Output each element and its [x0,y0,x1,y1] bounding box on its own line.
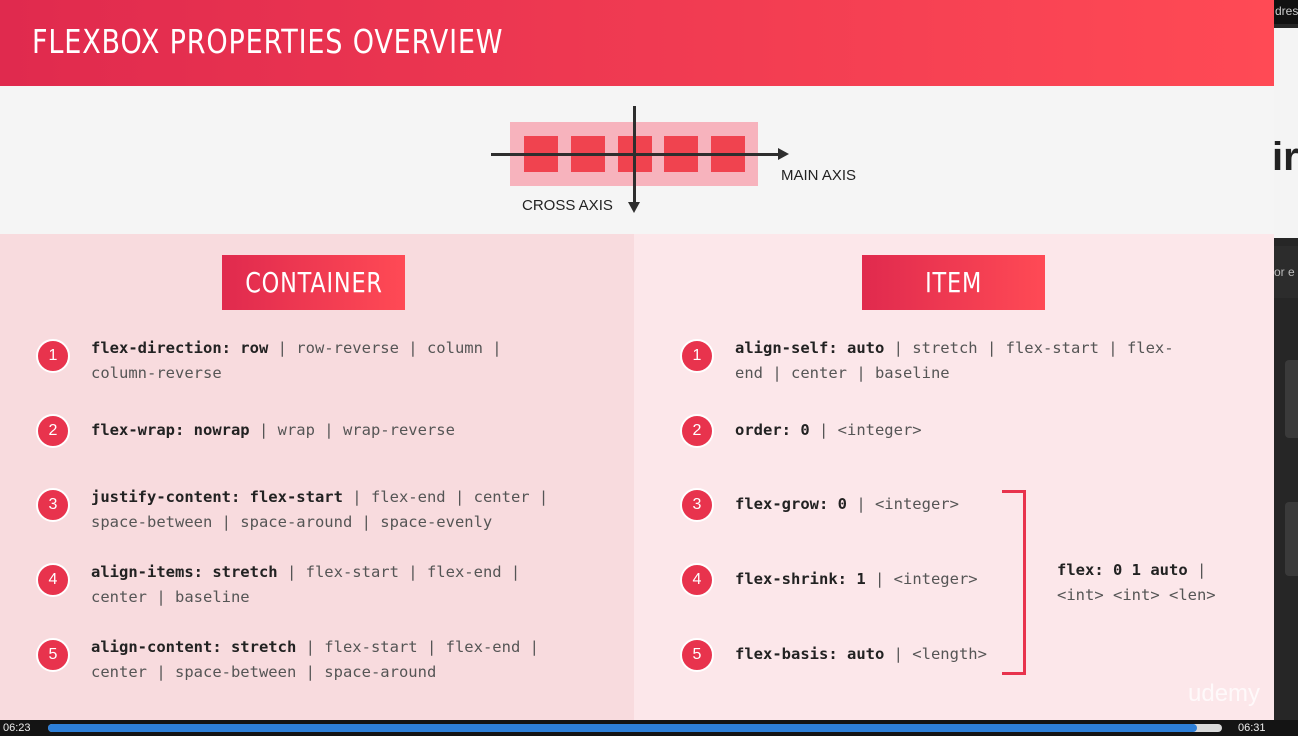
number-badge: 1 [680,339,714,373]
slide-header: FLEXBOX PROPERTIES OVERVIEW [0,0,1274,86]
container-heading-badge: CONTAINER [222,255,405,310]
item-heading: ITEM [925,266,982,299]
property-default: flex-direction: row [91,339,269,357]
number-badge: 4 [36,563,70,597]
video-progress-bar[interactable] [48,724,1222,732]
cross-axis-arrowhead [628,202,640,213]
background-window-content [1274,28,1298,238]
property-values: | stretch | flex-start | flex-end | cent… [735,339,1174,382]
property-text: align-self: auto | stretch | flex-start … [735,336,1195,386]
udemy-watermark: udemy [1188,680,1261,707]
property-default: align-self: auto [735,339,885,357]
property-default: flex-shrink: 1 [735,570,866,588]
property-text: justify-content: flex-start | flex-end |… [91,485,571,535]
property-values: | flex-start | flex-end | center | space… [91,638,539,681]
cross-axis-label: CROSS AXIS [522,197,613,214]
property-text: flex-basis: auto | <length> [735,642,1000,667]
number-badge: 1 [36,339,70,373]
background-window-input-text: or e [1274,265,1295,279]
background-window-card [1285,360,1298,438]
property-text: flex-shrink: 1 | <integer> [735,567,1000,592]
background-window-titlebar [1274,0,1298,24]
number-badge: 3 [36,488,70,522]
property-default: flex-grow: 0 [735,495,847,513]
property-text: flex-direction: row | row-reverse | colu… [91,336,531,386]
slide: FLEXBOX PROPERTIES OVERVIEW MAIN AXIS CR… [0,0,1274,720]
background-window-heading: ir [1272,135,1298,179]
number-badge: 3 [680,488,714,522]
main-axis-label: MAIN AXIS [781,167,857,184]
property-text: align-content: stretch | flex-start | fl… [91,635,561,685]
property-values: | flex-end | center | space-between | sp… [91,488,549,531]
slide-title: FLEXBOX PROPERTIES OVERVIEW [32,22,504,61]
flex-shorthand-text: flex: 0 1 auto | <int> <int> <len> [1057,558,1257,608]
property-default: flex-wrap: nowrap [91,421,250,439]
property-default: flex-basis: auto [735,645,885,663]
total-time: 06:31 [1238,722,1266,734]
background-window-text: dres [1275,4,1298,18]
property-default: justify-content: flex-start [91,488,343,506]
number-badge: 2 [680,414,714,448]
background-window-input[interactable] [1274,246,1298,298]
flexbox-axis-diagram: MAIN AXIS CROSS AXIS [0,86,1274,234]
current-time: 06:23 [3,722,31,734]
flex-shorthand-bracket [1002,490,1026,675]
property-text: align-items: stretch | flex-start | flex… [91,560,541,610]
number-badge: 5 [36,638,70,672]
property-default: align-items: stretch [91,563,278,581]
property-text: order: 0 | <integer> [735,418,1175,443]
cross-axis-arrow [633,106,636,204]
property-values: | <integer> [846,495,959,513]
property-default: align-content: stretch [91,638,297,656]
property-text: flex-grow: 0 | <integer> [735,492,1000,517]
main-axis-arrowhead [778,148,789,160]
property-default: order: 0 [735,421,810,439]
background-window-card [1285,502,1298,576]
container-heading: CONTAINER [244,266,383,299]
property-text: flex-wrap: nowrap | wrap | wrap-reverse [91,418,531,443]
number-badge: 5 [680,638,714,672]
item-properties-panel: ITEM 1 align-self: auto | stretch | flex… [634,234,1274,720]
video-progress-fill [48,724,1198,732]
number-badge: 4 [680,563,714,597]
property-values: | <length> [884,645,987,663]
shorthand-values: | <int> <int> <len> [1057,561,1216,604]
number-badge: 2 [36,414,70,448]
property-values: | <integer> [865,570,978,588]
property-values: | wrap | wrap-reverse [249,421,455,439]
item-heading-badge: ITEM [862,255,1045,310]
property-values: | flex-start | flex-end | center | basel… [91,563,521,606]
property-values: | <integer> [809,421,922,439]
shorthand-default: flex: 0 1 auto [1057,561,1188,579]
container-properties-panel: CONTAINER 1 flex-direction: row | row-re… [0,234,634,720]
property-values: | row-reverse | column | column-reverse [91,339,502,382]
